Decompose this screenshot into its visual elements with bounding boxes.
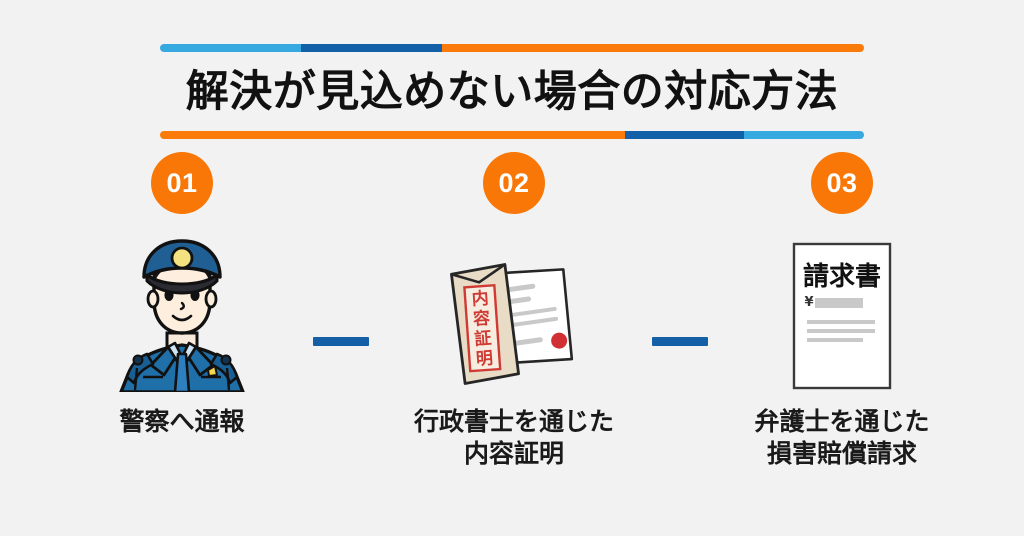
police-officer-icon [42,232,322,392]
svg-text:内: 内 [471,288,489,310]
page-title: 解決が見込めない場合の対応方法 [185,67,839,117]
step-number-badge-1: 01 [151,152,213,214]
svg-text:証: 証 [474,328,492,350]
rule-segment-orange [160,131,625,139]
steps-row: 01 [0,152,1024,482]
rule-segment-orange [441,44,864,52]
yen-symbol: ¥ [804,295,813,310]
connector-step2-step3 [652,337,708,346]
step-item-3: 03 請求書 ¥ 弁護士を通じた 損害賠償請求 [702,152,982,470]
svg-text:容: 容 [472,308,490,330]
step-number-badge-3: 03 [811,152,873,214]
svg-text:明: 明 [475,349,493,370]
title-block: 解決が見込めない場合の対応方法 [160,44,864,139]
step-item-1: 01 [42,152,322,438]
title-top-rule [160,44,864,52]
invoice-heading-text: 請求書 [803,261,881,292]
rule-segment-dark-blue [300,44,442,52]
title-bottom-rule [160,131,864,139]
rule-segment-dark-blue [624,131,745,139]
rule-segment-light-blue [744,131,864,139]
step-caption-2: 行政書士を通じた 内容証明 [413,407,614,468]
step-number-badge-2: 02 [483,152,545,214]
invoice-document-icon: 請求書 ¥ [702,232,982,392]
certified-mail-icon: 内 容 証 明 [374,232,654,392]
step-caption-3: 弁護士を通じた 損害賠償請求 [754,407,930,468]
step-item-2: 02 [374,152,654,470]
step-caption-1: 警察へ通報 [119,407,245,436]
connector-step1-step2 [313,337,369,346]
rule-segment-light-blue [160,44,301,52]
